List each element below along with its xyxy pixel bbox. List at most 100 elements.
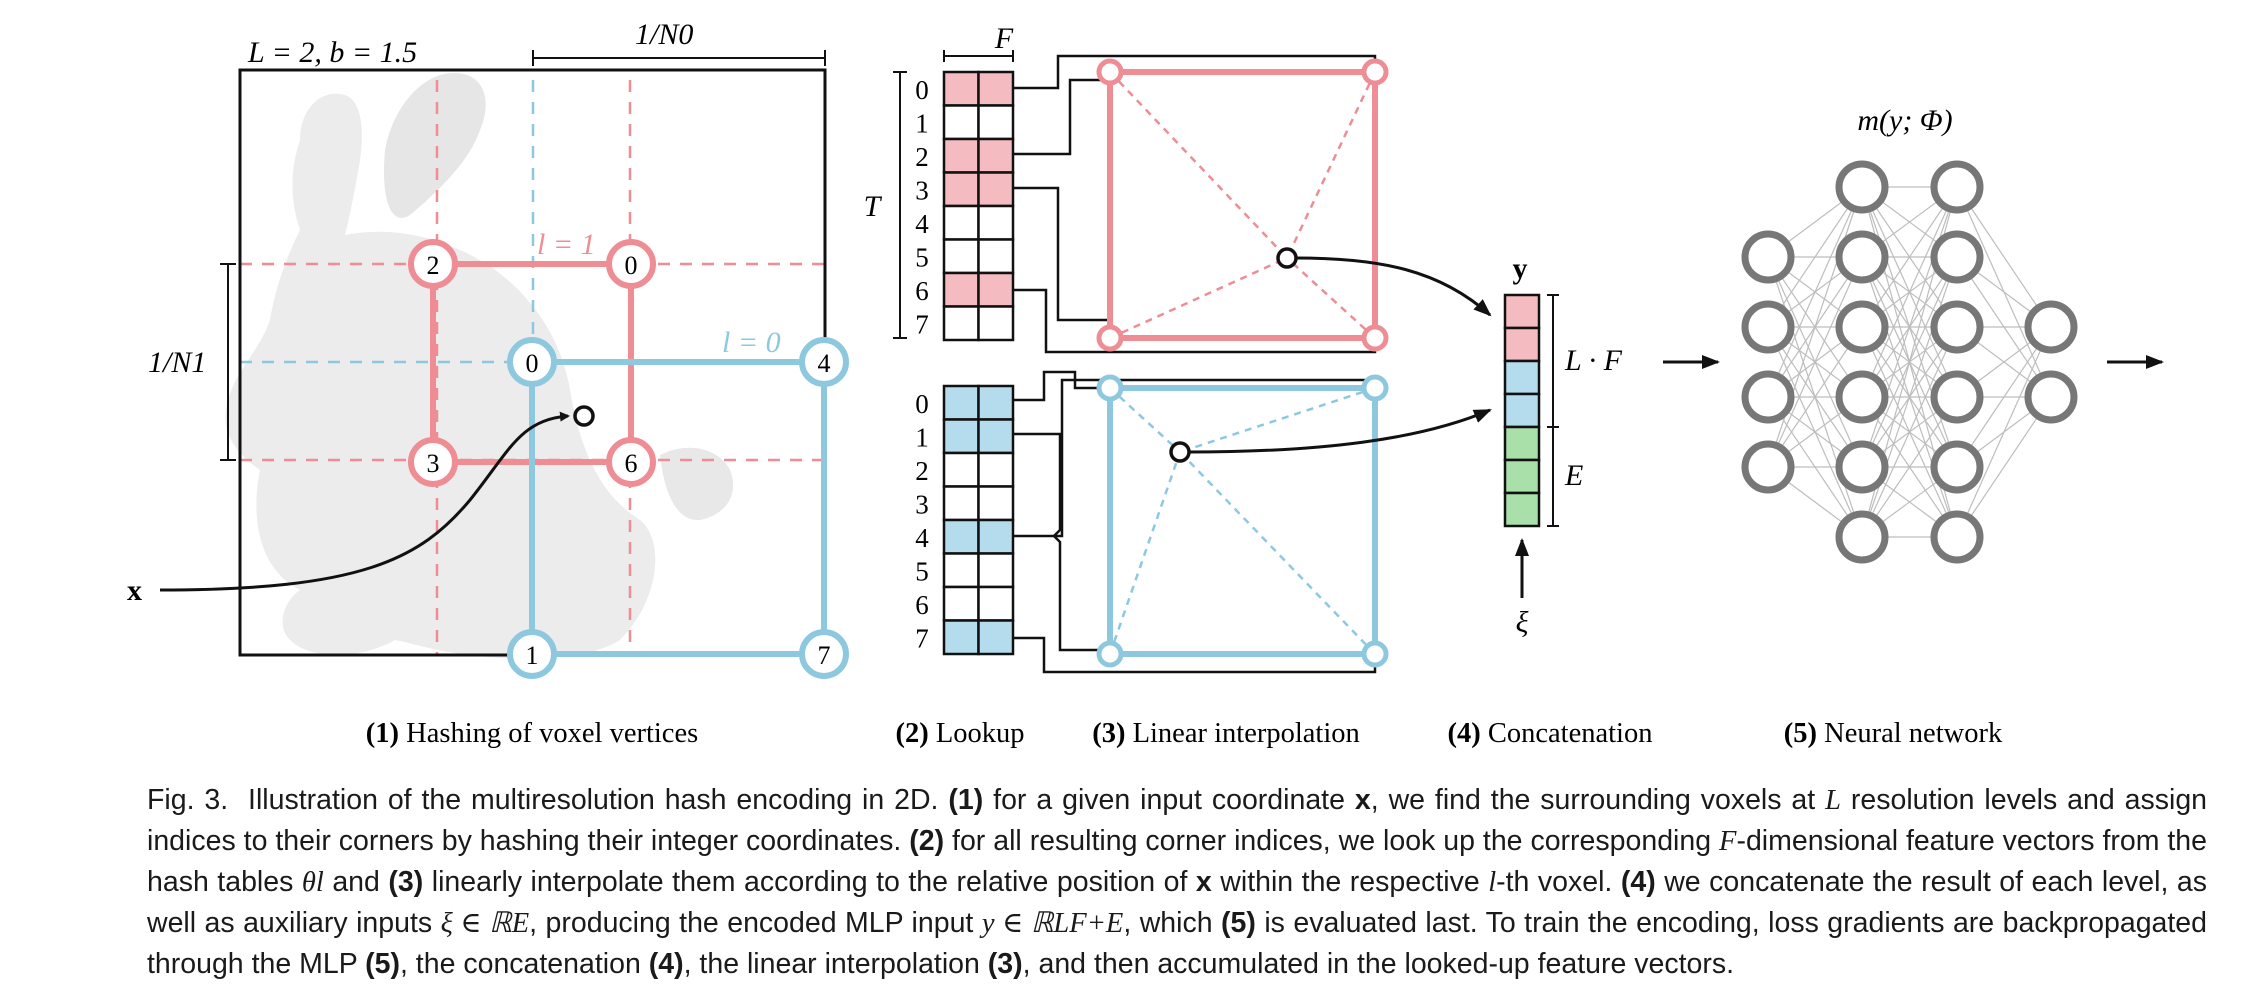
network-edge <box>1767 256 1863 468</box>
network-node-layer-1 <box>1835 300 1889 354</box>
network-node-layer-2 <box>1930 510 1984 564</box>
network-edge <box>1861 256 1958 538</box>
network-node-layer-1 <box>1835 510 1889 564</box>
blue-table-index-label: 3 <box>915 489 929 519</box>
network-node-layer-2 <box>1930 230 1984 284</box>
red-table-index-label: 2 <box>915 142 929 172</box>
blue-table-index-label: 5 <box>915 556 929 586</box>
red-interp-point <box>1276 247 1298 269</box>
red-table-index-label: 0 <box>915 75 929 105</box>
blue-table-index-label: 2 <box>915 456 929 486</box>
red-table-row-6: 6 <box>915 271 1015 308</box>
svg-text:2: 2 <box>427 251 440 280</box>
network-edge <box>1956 326 2052 468</box>
red-table-index-label: 7 <box>915 309 929 339</box>
blue-interp-square <box>1107 385 1378 657</box>
blue-to-concat-arrow <box>1188 408 1492 454</box>
blue-voxel <box>529 359 827 657</box>
red-vertex-2: 2 <box>408 239 458 289</box>
blue-table-cell <box>942 552 980 589</box>
sublabel-concatenation: (4) Concatenation <box>1448 718 1653 749</box>
blue-connectors <box>1013 370 1377 674</box>
network-node-layer-1 <box>1835 440 1889 494</box>
red-vertex-0: 0 <box>606 239 656 289</box>
network-node-layer-0 <box>1741 300 1795 354</box>
blue-table-cell <box>977 384 1015 421</box>
red-table-cell <box>942 70 980 107</box>
red-connectors <box>1013 54 1377 354</box>
red-table-cell <box>977 204 1015 241</box>
n1-dimension <box>220 263 236 461</box>
red-table-index-label: 6 <box>915 276 929 306</box>
y-label: y <box>1513 252 1528 285</box>
blue-table-cell <box>977 552 1015 589</box>
blue-vertex-4: 4 <box>799 337 849 387</box>
sublabel-interpolation: (3) Linear interpolation <box>1092 718 1359 749</box>
red-table-row-0: 0 <box>915 70 1015 107</box>
network-edge <box>1767 186 1863 398</box>
svg-text:0: 0 <box>526 349 539 378</box>
network-node-layer-1 <box>1835 370 1889 424</box>
red-table-cell <box>977 305 1015 342</box>
network-edge <box>1861 186 1958 468</box>
blue-table-row-5: 5 <box>915 552 1015 589</box>
red-table-cell <box>942 271 980 308</box>
sublabel-hashing: (1) Hashing of voxel vertices <box>366 718 698 749</box>
blue-table-cell <box>977 518 1015 555</box>
panel-network: m(y; Φ) <box>1741 104 2164 564</box>
blue-table-cell <box>942 384 980 421</box>
network-node-layer-3 <box>2024 370 2078 424</box>
red-table-cell <box>977 238 1015 275</box>
blue-vertex-0: 0 <box>507 337 557 387</box>
blue-table-cell <box>977 485 1015 522</box>
red-table-cell <box>942 104 980 141</box>
blue-table-index-label: 7 <box>915 623 929 653</box>
blue-table-cell <box>942 485 980 522</box>
blue-interp-point <box>1169 441 1191 463</box>
input-point <box>573 405 595 427</box>
level1-label: l = 1 <box>537 228 596 261</box>
network-edge <box>1861 396 1958 538</box>
red-table-cell <box>942 238 980 275</box>
red-table-cell <box>977 104 1015 141</box>
svg-text:0: 0 <box>625 251 638 280</box>
network-edge <box>1861 186 1958 398</box>
x-label: x <box>127 574 142 607</box>
svg-text:3: 3 <box>427 449 440 478</box>
network-node-layer-3 <box>2024 300 2078 354</box>
figure-canvas: 1/N0 L = 2, b = 1.5 1/N1 l = 1 l = 0 x 2… <box>127 18 2164 749</box>
red-table-cell <box>977 271 1015 308</box>
blue-table-row-6: 6 <box>915 585 1015 622</box>
blue-table-cell <box>942 619 980 656</box>
svg-text:6: 6 <box>625 449 638 478</box>
n1-label: 1/N1 <box>148 346 206 379</box>
red-table-cell <box>977 137 1015 174</box>
params-label: L = 2, b = 1.5 <box>247 36 417 69</box>
blue-table-index-label: 1 <box>915 422 929 452</box>
blue-table-row-2: 2 <box>915 451 1015 488</box>
red-interp-square <box>1107 69 1378 341</box>
red-vertex-3: 3 <box>408 437 458 487</box>
network-node-layer-0 <box>1741 440 1795 494</box>
blue-table-row-7: 7 <box>915 619 1015 656</box>
red-table-cell <box>942 204 980 241</box>
red-table-index-label: 1 <box>915 108 929 138</box>
network-node-layer-2 <box>1930 300 1984 354</box>
blue-table-cell <box>942 451 980 488</box>
figure-caption: Fig. 3. Illustration of the multiresolut… <box>147 784 2208 980</box>
network-edge <box>1767 186 1863 468</box>
xi-label: ξ <box>1516 606 1529 639</box>
red-to-concat-arrow <box>1295 256 1492 317</box>
red-table-index-label: 5 <box>915 242 929 272</box>
network-node-layer-2 <box>1930 440 1984 494</box>
svg-text:1: 1 <box>526 641 539 670</box>
svg-text:7: 7 <box>818 641 831 670</box>
blue-grid-lines <box>240 80 535 364</box>
panel-hashing: 1/N0 L = 2, b = 1.5 1/N1 l = 1 l = 0 x 2… <box>127 18 849 679</box>
blue-table-index-label: 4 <box>915 523 929 553</box>
blue-table-row-1: 1 <box>915 418 1015 455</box>
level0-label: l = 0 <box>722 326 781 359</box>
panel-interpolation <box>1096 58 1492 668</box>
